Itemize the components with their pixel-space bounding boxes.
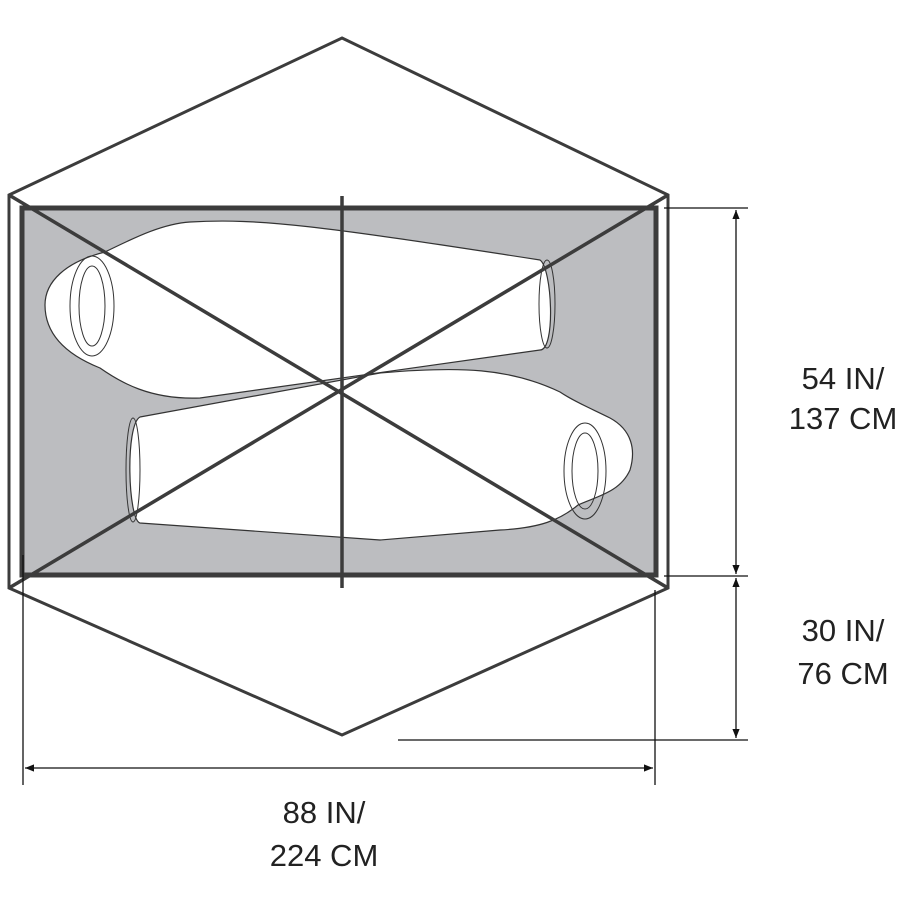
- length-dimension-cm: 224 CM: [270, 838, 379, 873]
- sleeping-bag-bottom: [125, 368, 634, 541]
- vestibule-dimension-cm: 76 CM: [797, 656, 888, 691]
- sleeping-bag-top: [44, 220, 556, 399]
- dimension-lines: [22, 207, 748, 785]
- vestibule-dimension-in: 30 IN/: [802, 613, 885, 648]
- width-dimension-cm: 137 CM: [789, 401, 898, 436]
- width-dimension-in: 54 IN/: [802, 361, 885, 396]
- length-dimension-in: 88 IN/: [283, 795, 366, 830]
- pole-diagonal-2: [8, 193, 669, 590]
